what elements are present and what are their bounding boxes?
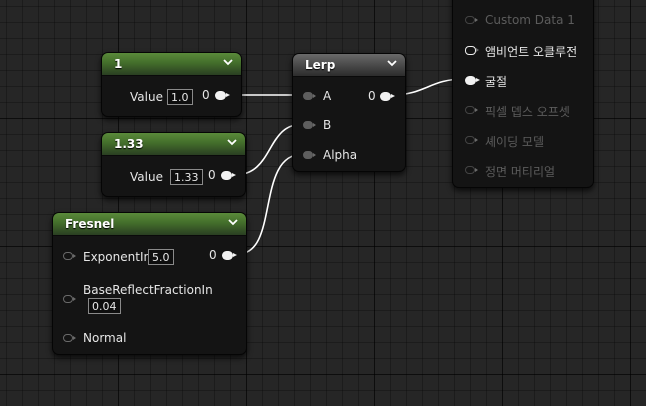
- pixel-depth-offset-pin-icon[interactable]: [465, 106, 478, 114]
- chevron-down-icon[interactable]: [223, 59, 233, 66]
- exponent-label: ExponentIn: [83, 250, 152, 264]
- ambient-occlusion-pin-icon[interactable]: [465, 46, 479, 55]
- input-alpha-pin-icon[interactable]: [303, 151, 316, 159]
- fresnel-node[interactable]: Fresnel ExponentIn 5.0 0 BaseReflectFrac…: [52, 212, 247, 355]
- input-shading-model: 셰이딩 모델: [485, 135, 545, 149]
- input-front-material: 정면 머티리얼: [485, 165, 556, 179]
- input-pixel-depth-offset: 픽셀 뎁스 오프셋: [485, 105, 570, 119]
- refraction-pin-icon[interactable]: [465, 76, 480, 85]
- custom-data-pin-icon[interactable]: [465, 16, 478, 24]
- output-label: 0: [208, 168, 216, 182]
- chevron-down-icon[interactable]: [227, 139, 237, 146]
- lerp-node[interactable]: Lerp A 0 B Alpha: [292, 53, 406, 172]
- output-pin-icon[interactable]: [215, 91, 230, 100]
- input-a-pin-icon[interactable]: [303, 92, 316, 100]
- input-b-label: B: [323, 118, 332, 132]
- base-reflect-label: BaseReflectFractionIn: [83, 283, 213, 297]
- base-reflect-input[interactable]: 0.04: [88, 298, 121, 314]
- node-header[interactable]: 1: [102, 53, 241, 76]
- normal-label: Normal: [83, 331, 127, 345]
- chevron-down-icon[interactable]: [387, 60, 397, 67]
- node-header[interactable]: 1.33: [102, 133, 245, 156]
- output-pin-icon[interactable]: [380, 92, 395, 101]
- input-refraction: 굴절: [485, 75, 508, 89]
- constant-node-1[interactable]: 1 Value 1.0 0: [101, 52, 242, 117]
- output-pin-icon[interactable]: [222, 251, 237, 260]
- output-pin-icon[interactable]: [221, 171, 236, 180]
- node-title: Lerp: [305, 58, 336, 72]
- input-custom-data-1: Custom Data 1: [485, 13, 575, 27]
- output-label: 0: [202, 88, 210, 102]
- constant-node-2[interactable]: 1.33 Value 1.33 0: [101, 132, 246, 197]
- exponent-input-pin-icon[interactable]: [63, 252, 76, 260]
- input-ambient-occlusion: 앰비언트 오클루전: [485, 45, 578, 59]
- input-alpha-label: Alpha: [323, 148, 358, 162]
- base-reflect-input-pin-icon[interactable]: [63, 295, 76, 303]
- value-label: Value: [130, 90, 163, 104]
- exponent-input[interactable]: 5.0: [148, 249, 174, 265]
- node-header[interactable]: Fresnel: [53, 213, 246, 236]
- node-title: 1.33: [114, 137, 144, 151]
- chevron-down-icon[interactable]: [228, 219, 238, 226]
- front-material-pin-icon[interactable]: [465, 166, 478, 174]
- node-header[interactable]: Lerp: [293, 54, 405, 77]
- normal-input-pin-icon[interactable]: [63, 334, 76, 342]
- wire-fresnel-to-lerp-alpha: [237, 153, 304, 255]
- node-title: 1: [114, 57, 123, 71]
- input-a-label: A: [323, 89, 332, 103]
- output-label: 0: [209, 248, 217, 262]
- shading-model-pin-icon[interactable]: [465, 136, 478, 144]
- value-label: Value: [130, 170, 163, 184]
- value-input[interactable]: 1.33: [170, 169, 203, 185]
- value-input[interactable]: 1.0: [167, 89, 193, 105]
- input-b-pin-icon[interactable]: [303, 121, 316, 129]
- output-label: 0: [368, 89, 376, 103]
- material-output-node[interactable]: Custom Data 1 앰비언트 오클루전 굴절 픽셀 뎁스 오프셋 셰이딩…: [452, 0, 594, 188]
- node-title: Fresnel: [65, 217, 115, 231]
